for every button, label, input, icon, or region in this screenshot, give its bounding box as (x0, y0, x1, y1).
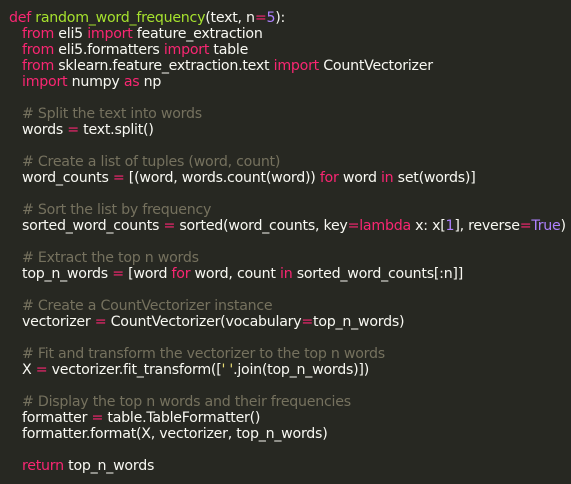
code-text: formatter.format(X, vectorizer, top_n_wo… (22, 426, 328, 442)
code-line-14: return top_n_words (9, 458, 571, 474)
code-text: table (209, 42, 249, 58)
blank-line (9, 282, 571, 298)
code-line-11: X = vectorizer.fit_transform([' '.join(t… (9, 362, 571, 378)
code-text: word, count (190, 266, 280, 282)
code-text: top_n_words) (313, 314, 405, 330)
code-comment: # Create a CountVectorizer instance (22, 298, 273, 314)
code-line-1: def random_word_frequency(text, n=5): (9, 10, 571, 26)
code-text: words (22, 122, 68, 138)
keyword-def: def (9, 10, 31, 26)
operator: = (94, 314, 107, 330)
code-text: x: x[ (410, 218, 446, 234)
code-text: sklearn.feature_extraction.text (54, 58, 274, 74)
operator: = (112, 170, 125, 186)
code-text: numpy (67, 74, 124, 90)
keyword-import: import (163, 42, 210, 58)
blank-line (9, 234, 571, 250)
code-text: word_counts (22, 170, 113, 186)
operator: = (347, 218, 360, 234)
code-comment: # Fit and transform the vectorizer to th… (22, 346, 385, 362)
code-text: vectorizer (22, 314, 95, 330)
code-text: word (338, 170, 381, 186)
code-text: sorted_word_counts[:n]] (292, 266, 464, 282)
code-line-12: formatter = table.TableFormatter() (9, 410, 571, 426)
code-text: text.split() (78, 122, 154, 138)
operator: = (67, 122, 79, 138)
code-line-10: vectorizer = CountVectorizer(vocabulary=… (9, 314, 571, 330)
keyword-for: for (171, 266, 191, 282)
code-text: set(words)] (393, 170, 476, 186)
blank-line (9, 138, 571, 154)
code-text: sorted(word_counts, key (175, 218, 348, 234)
number-literal: 5 (266, 10, 276, 26)
operator: = (254, 10, 267, 26)
string-literal: ' ' (221, 362, 234, 378)
code-text: (text, n (205, 10, 255, 26)
operator: = (519, 218, 532, 234)
code-text: X (22, 362, 36, 378)
code-line-5: import numpy as np (9, 74, 571, 90)
code-comment: # Split the text into words (22, 106, 202, 122)
code-text: .join(top_n_words)]) (233, 362, 369, 378)
code-comment: # Create a list of tuples (word, count) (22, 154, 281, 170)
boolean-literal: True (531, 218, 561, 234)
keyword-import: import (273, 58, 320, 74)
keyword-import: import (87, 26, 133, 42)
keyword-in: in (280, 266, 293, 282)
code-text: eli5.formatters (54, 42, 164, 58)
code-comment: # Display the top n words and their freq… (22, 394, 351, 410)
code-text: formatter (22, 410, 92, 426)
code-text: eli5 (54, 26, 88, 42)
code-line-4: from sklearn.feature_extraction.text imp… (9, 58, 571, 74)
code-comment: # Sort the list by frequency (22, 202, 212, 218)
code-text: ): (275, 10, 286, 26)
keyword-from: from (22, 42, 55, 58)
keyword-as: as (123, 74, 140, 90)
code-text: [word (123, 266, 172, 282)
code-text: table.TableFormatter() (103, 410, 261, 426)
code-line-9: top_n_words = [word for word, count in s… (9, 266, 571, 282)
code-line-3: from eli5.formatters import table (9, 42, 571, 58)
code-text: CountVectorizer(vocabulary (106, 314, 302, 330)
keyword-lambda: lambda (359, 218, 411, 234)
code-text: top_n_words (22, 266, 113, 282)
keyword-in: in (380, 170, 394, 186)
code-comment: # Extract the top n words (22, 250, 199, 266)
function-name: random_word_frequency (35, 10, 206, 26)
keyword-return: return (22, 458, 64, 474)
keyword-from: from (22, 26, 55, 42)
blank-line (9, 378, 571, 394)
code-text: top_n_words (63, 458, 155, 474)
number-literal: 1 (445, 218, 455, 234)
operator: = (35, 362, 48, 378)
blank-line (9, 186, 571, 202)
code-text: ], reverse (454, 218, 520, 234)
keyword-for: for (319, 170, 339, 186)
code-line-7: word_counts = [(word, words.count(word))… (9, 170, 571, 186)
code-line-8: sorted_word_counts = sorted(word_counts,… (9, 218, 571, 234)
code-text: feature_extraction (132, 26, 263, 42)
code-text: [(word, words.count(word)) (124, 170, 320, 186)
code-text: vectorizer.fit_transform([ (47, 362, 222, 378)
code-line-2: from eli5 import feature_extraction (9, 26, 571, 42)
code-text: ) (560, 218, 567, 234)
operator: = (301, 314, 314, 330)
code-text: sorted_word_counts (22, 218, 164, 234)
code-text: CountVectorizer (318, 58, 433, 74)
operator: = (163, 218, 176, 234)
code-line-6: words = text.split() (9, 122, 571, 138)
keyword-import: import (22, 74, 68, 90)
code-text: np (139, 74, 162, 90)
operator: = (112, 266, 124, 282)
operator: = (91, 410, 104, 426)
code-line-13: formatter.format(X, vectorizer, top_n_wo… (9, 426, 571, 442)
blank-line (9, 330, 571, 346)
blank-line (9, 90, 571, 106)
keyword-from: from (22, 58, 55, 74)
blank-line (9, 442, 571, 458)
